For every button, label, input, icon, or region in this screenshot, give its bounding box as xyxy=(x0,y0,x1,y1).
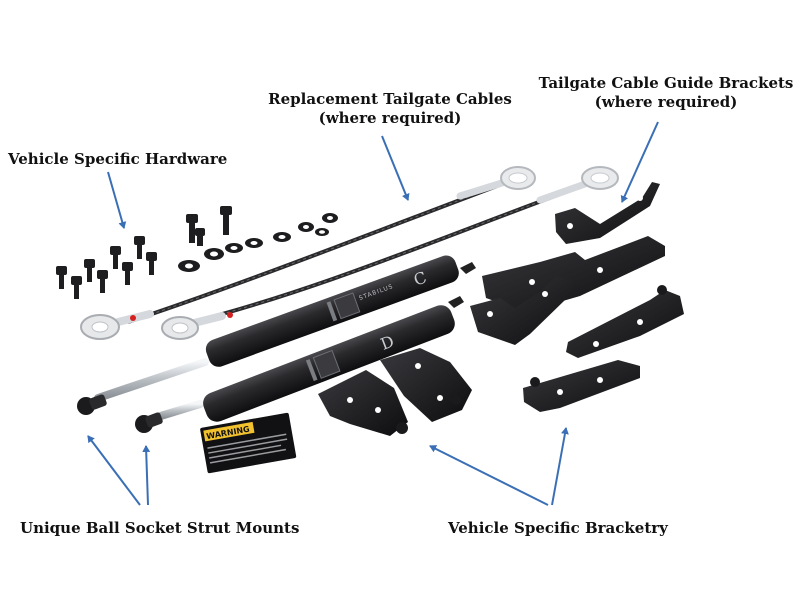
washer xyxy=(178,260,200,272)
label-tailgate-cables-line1: Replacement Tailgate Cables xyxy=(268,90,512,108)
bracket-hinge-left xyxy=(318,370,408,436)
arrow-bracketry-right xyxy=(551,427,569,506)
washer xyxy=(298,222,314,232)
bracket-flat-right-lower xyxy=(523,360,640,412)
label-tailgate-cable-guide-brackets: Tailgate Cable Guide Brackets (where req… xyxy=(535,74,797,112)
washer xyxy=(315,228,329,236)
warning-card: WARNING xyxy=(200,412,297,474)
cable-guide-bracket-lower xyxy=(482,236,665,312)
arrow-tailgate-cables xyxy=(381,135,410,201)
bolt xyxy=(186,214,198,243)
washer xyxy=(204,248,224,260)
washer xyxy=(225,243,243,253)
label-strut-mounts-text: Unique Ball Socket Strut Mounts xyxy=(20,519,300,537)
bolt xyxy=(84,259,95,282)
arrow-hardware xyxy=(107,171,127,229)
callout-arrows xyxy=(87,121,659,506)
arrow-guide-brackets xyxy=(620,121,659,203)
arrow-bracketry-left xyxy=(429,445,549,506)
cable-guide-bracket-upper xyxy=(555,182,660,244)
bolt xyxy=(110,246,121,269)
arrow-strut-mount-right xyxy=(142,445,151,506)
bolt xyxy=(195,228,205,246)
tailgate-cable-upper xyxy=(80,166,536,340)
arrow-strut-mount-left xyxy=(87,435,141,506)
hardware-washers xyxy=(178,213,338,272)
label-guide-brackets-line1: Tailgate Cable Guide Brackets xyxy=(538,74,794,92)
strut-c-letter: C xyxy=(411,268,429,290)
label-guide-brackets-line2: (where required) xyxy=(594,93,738,111)
label-replacement-tailgate-cables: Replacement Tailgate Cables (where requi… xyxy=(265,90,515,128)
washer xyxy=(245,238,263,248)
bolt xyxy=(97,270,108,293)
bolt xyxy=(134,236,145,259)
bolt xyxy=(220,206,232,235)
hardware-bolts xyxy=(56,206,232,299)
strut-d-letter: D xyxy=(378,332,397,354)
bolt xyxy=(146,252,157,275)
label-unique-ball-socket-strut-mounts: Unique Ball Socket Strut Mounts xyxy=(20,519,299,538)
bracket-angle-right-upper xyxy=(470,276,575,345)
label-vehicle-specific-bracketry: Vehicle Specific Bracketry xyxy=(448,519,668,538)
bolt xyxy=(122,262,133,285)
bolt xyxy=(71,276,82,299)
label-vehicle-specific-hardware: Vehicle Specific Hardware xyxy=(8,150,227,169)
bracket-flat-right-upper xyxy=(566,285,684,358)
bolt xyxy=(56,266,67,289)
label-tailgate-cables-line2: (where required) xyxy=(318,109,462,127)
washer xyxy=(322,213,338,223)
tailgate-cable-lower xyxy=(161,166,619,340)
label-bracketry-text: Vehicle Specific Bracketry xyxy=(448,519,668,537)
bracket-hinge-right xyxy=(380,348,472,422)
gas-strut-d: D xyxy=(135,296,464,433)
label-vehicle-specific-hardware-text: Vehicle Specific Hardware xyxy=(8,150,228,168)
washer xyxy=(273,232,291,242)
gas-strut-c: STABILUS C xyxy=(77,255,476,415)
